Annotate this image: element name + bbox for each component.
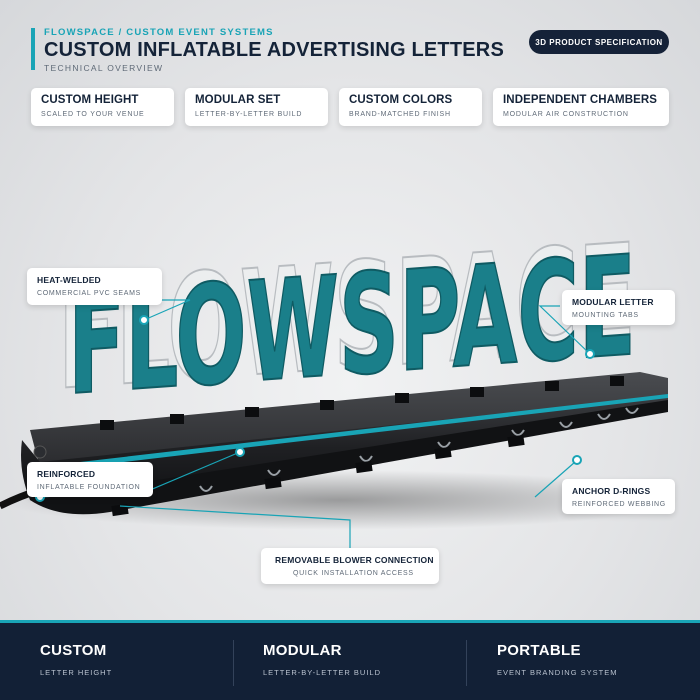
callout-markers (35, 315, 595, 502)
header-accent-bar (31, 28, 35, 70)
callout-anchor-d-rings: ANCHOR D-RINGS REINFORCED WEBBING (562, 479, 675, 514)
page-title: CUSTOM INFLATABLE ADVERTISING LETTERS (44, 39, 504, 61)
page-subtitle: TECHNICAL OVERVIEW (44, 63, 164, 73)
feature-title: CUSTOM COLORS (349, 94, 453, 106)
feature-subtitle: SCALED TO YOUR VENUE (41, 111, 145, 118)
feature-title: INDEPENDENT CHAMBERS (503, 94, 658, 106)
footer-subtitle: LETTER-BY-LETTER BUILD (263, 668, 381, 677)
footer-title: MODULAR (263, 642, 342, 659)
spec-badge: 3D PRODUCT SPECIFICATION (529, 30, 669, 54)
callout-title: ANCHOR D-RINGS (572, 486, 651, 496)
footer-bar: CUSTOM LETTER HEIGHT MODULAR LETTER-BY-L… (0, 620, 700, 700)
feature-card-modular: MODULAR SET LETTER-BY-LETTER BUILD (185, 88, 328, 126)
blower-port (33, 445, 47, 459)
callout-subtitle: QUICK INSTALLATION ACCESS (293, 570, 414, 577)
letters-teal-face: FLOWSPACE (68, 226, 636, 427)
base-accent-stripe (28, 394, 668, 473)
letters-white-backing: FLOWSPACE (58, 213, 636, 423)
feature-title: MODULAR SET (195, 94, 281, 106)
footer-title: CUSTOM (40, 642, 107, 659)
callout-subtitle: REINFORCED WEBBING (572, 501, 666, 508)
callout-reinforced: REINFORCED INFLATABLE FOUNDATION (27, 462, 153, 497)
callout-modular-letter: MODULAR LETTER MOUNTING TABS (562, 290, 675, 325)
footer-subtitle: EVENT BRANDING SYSTEM (497, 668, 618, 677)
footer-title: PORTABLE (497, 642, 581, 659)
brand-kicker: FLOWSPACE / CUSTOM EVENT SYSTEMS (44, 27, 274, 38)
base-top-surface (30, 372, 668, 468)
callout-heat-welded: HEAT-WELDED COMMERCIAL PVC SEAMS (27, 268, 162, 305)
callout-subtitle: MOUNTING TABS (572, 312, 639, 319)
feature-subtitle: BRAND-MATCHED FINISH (349, 111, 451, 118)
anchor-d-rings (199, 407, 639, 492)
feature-title: CUSTOM HEIGHT (41, 94, 139, 106)
feature-card-height: CUSTOM HEIGHT SCALED TO YOUR VENUE (31, 88, 174, 126)
inflatable-letters-product-image: FLOWSPACE FLOWSPACE (0, 212, 680, 548)
feature-subtitle: LETTER-BY-LETTER BUILD (195, 111, 303, 118)
callout-title: HEAT-WELDED (37, 275, 101, 285)
webbing-straps (111, 434, 525, 517)
feature-subtitle: MODULAR AIR CONSTRUCTION (503, 111, 629, 118)
callout-title: MODULAR LETTER (572, 297, 654, 307)
callout-subtitle: COMMERCIAL PVC SEAMS (37, 290, 141, 297)
callout-subtitle: INFLATABLE FOUNDATION (37, 484, 141, 491)
mounting-tabs (100, 376, 624, 430)
feature-card-colors: CUSTOM COLORS BRAND-MATCHED FINISH (339, 88, 482, 126)
callout-title: REINFORCED (37, 469, 96, 479)
callout-title: REMOVABLE BLOWER CONNECTION (275, 555, 434, 565)
footer-subtitle: LETTER HEIGHT (40, 668, 113, 677)
callout-blower-connection: REMOVABLE BLOWER CONNECTION QUICK INSTAL… (261, 548, 439, 584)
footer-divider (466, 640, 467, 686)
footer-divider (233, 640, 234, 686)
feature-card-chambers: INDEPENDENT CHAMBERS MODULAR AIR CONSTRU… (493, 88, 669, 126)
